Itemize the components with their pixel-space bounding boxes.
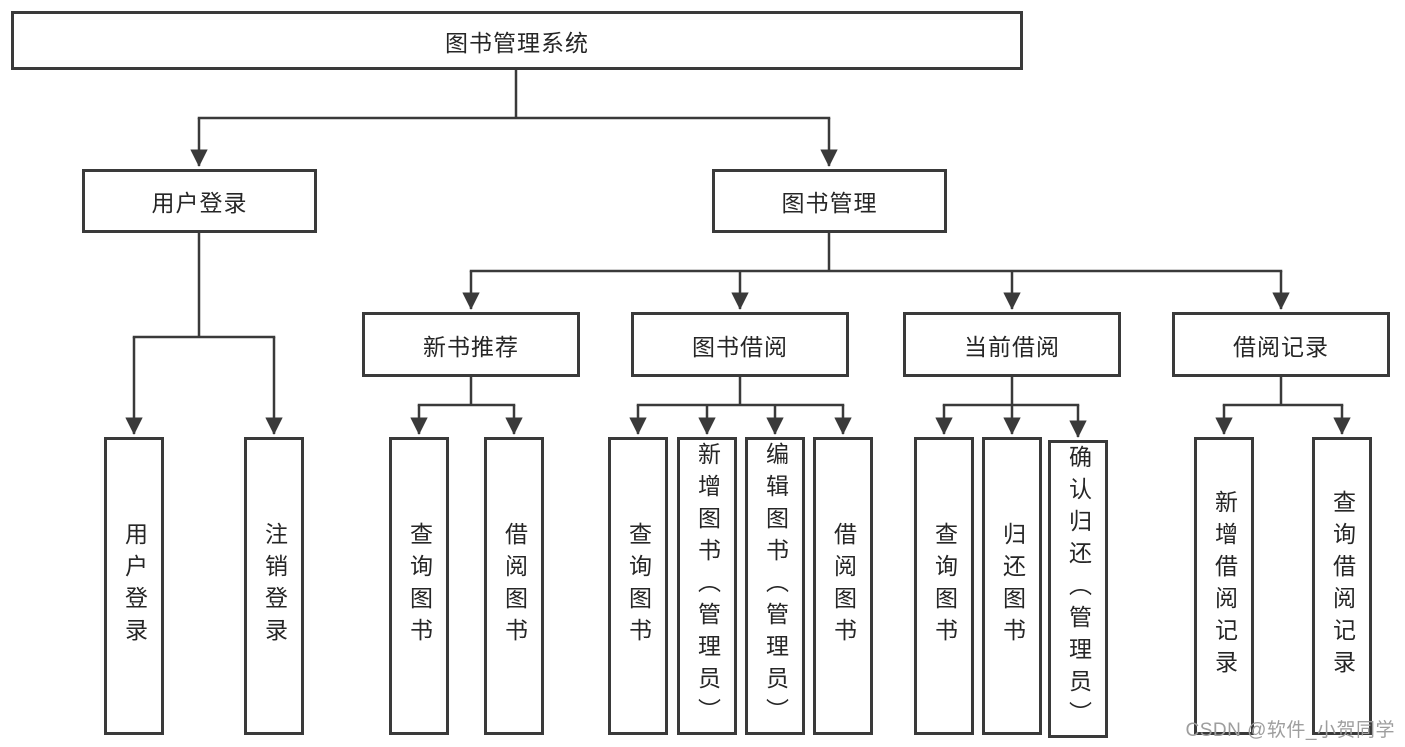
node-library-management-system: 图书管理系统 xyxy=(11,11,1023,70)
leaf-query-borrow-record: 查询借阅记录 xyxy=(1312,437,1372,735)
leaf-newbook-borrow-books: 借阅图书 xyxy=(484,437,544,735)
leaf-return-book: 归还图书 xyxy=(982,437,1042,735)
node-book-management: 图书管理 xyxy=(712,169,947,233)
leaf-borrowing-borrow-books: 借阅图书 xyxy=(813,437,873,735)
leaf-user-login: 用户登录 xyxy=(104,437,164,735)
leaf-borrowing-query-books: 查询图书 xyxy=(608,437,668,735)
leaf-current-query-books: 查询图书 xyxy=(914,437,974,735)
node-user-login: 用户登录 xyxy=(82,169,317,233)
node-book-borrowing: 图书借阅 xyxy=(631,312,849,377)
leaf-add-borrow-record: 新增借阅记录 xyxy=(1194,437,1254,735)
leaf-add-book-admin: 新增图书（管理员） xyxy=(677,437,737,735)
node-current-borrowing: 当前借阅 xyxy=(903,312,1121,377)
watermark: CSDN @软件_小贺同学 xyxy=(1185,720,1395,741)
leaf-logout: 注销登录 xyxy=(244,437,304,735)
connector-arrows xyxy=(125,118,1351,438)
leaf-confirm-return-admin: 确认归还（管理员） xyxy=(1048,440,1108,738)
leaf-edit-book-admin: 编辑图书（管理员） xyxy=(745,437,805,735)
node-new-book-recommendation: 新书推荐 xyxy=(362,312,580,377)
node-borrowing-records: 借阅记录 xyxy=(1172,312,1390,377)
leaf-newbook-query-books: 查询图书 xyxy=(389,437,449,735)
